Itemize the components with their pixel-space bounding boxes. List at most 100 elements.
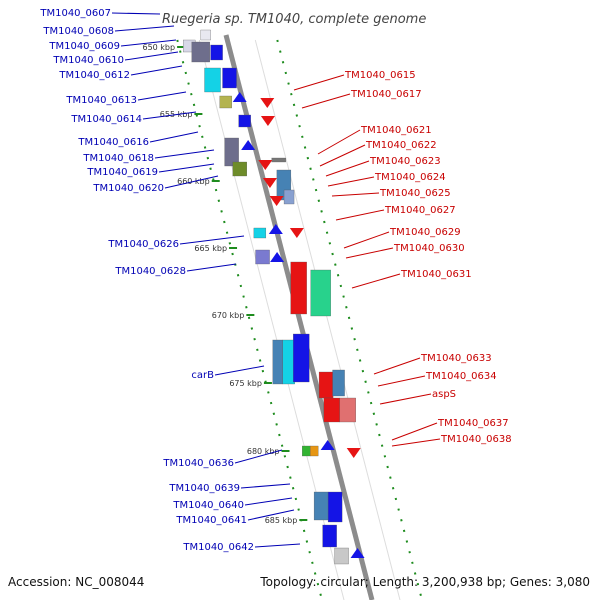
- leader-line: [124, 51, 179, 61]
- accession-text: Accession: NC_008044: [8, 575, 144, 589]
- leader-line: [130, 65, 183, 76]
- gene-block: [302, 445, 311, 457]
- gene-arrow: [269, 196, 284, 206]
- gene-block: [323, 397, 340, 423]
- gene-label: TM1040_0614: [70, 114, 142, 125]
- backbone-line: [223, 34, 375, 600]
- gene-block: [200, 29, 211, 41]
- leader-line: [111, 12, 161, 15]
- gene-label: TM1040_0626: [107, 239, 179, 250]
- gene-label: TM1040_0629: [389, 227, 461, 238]
- gene-block: [318, 371, 334, 399]
- leader-line: [391, 422, 438, 441]
- gene-block: [332, 369, 345, 397]
- leader-line: [154, 149, 215, 159]
- gene-label: TM1040_0625: [379, 188, 451, 199]
- gene-label: TM1040_0641: [175, 515, 247, 526]
- leader-line: [325, 160, 370, 177]
- gene-block: [282, 339, 295, 385]
- gene-label: TM1040_0640: [172, 500, 244, 511]
- gene-arrow: [346, 448, 361, 458]
- gene-block: [283, 189, 295, 205]
- map-title: Ruegeria sp. TM1040, complete genome: [162, 12, 426, 27]
- leader-line: [142, 111, 197, 120]
- gene-label: TM1040_0607: [39, 8, 111, 19]
- leader-line: [351, 273, 401, 289]
- label-leaders: [111, 12, 441, 548]
- gene-label: TM1040_0637: [437, 418, 509, 429]
- gene-arrow: [232, 92, 247, 102]
- gene-block: [290, 261, 307, 315]
- gene-labels: TM1040_0607TM1040_0608TM1040_0609TM1040_…: [39, 8, 511, 553]
- gene-arrow: [289, 228, 304, 238]
- gene-block: [272, 339, 283, 385]
- genome-summary-text: Topology: circular; Length: 3,200,938 bp…: [259, 575, 590, 589]
- leader-line: [373, 357, 421, 375]
- gene-arrow: [262, 178, 277, 188]
- gene-label: TM1040_0616: [77, 137, 149, 148]
- leader-line: [335, 209, 385, 221]
- gene-block: [210, 44, 223, 61]
- gene-block: [232, 161, 247, 177]
- gene-label: aspS: [432, 389, 456, 400]
- leader-line: [301, 93, 351, 109]
- gene-arrow: [258, 160, 273, 170]
- tick-label: 665 kbp: [194, 244, 227, 253]
- gene-block: [339, 397, 356, 423]
- leader-line: [247, 509, 295, 521]
- gene-block: [224, 137, 239, 167]
- gene-label: TM1040_0615: [344, 70, 416, 81]
- gene-block: [322, 524, 337, 548]
- gene-block: [310, 445, 319, 457]
- gene-arrow: [260, 116, 275, 126]
- gene-block: [271, 157, 286, 163]
- gene-label: TM1040_0612: [58, 70, 130, 81]
- leader-line: [254, 543, 301, 548]
- gene-label: TM1040_0610: [52, 55, 124, 66]
- gene-features: [183, 29, 365, 565]
- tick-label: 670 kbp: [212, 311, 245, 320]
- leader-line: [186, 263, 237, 272]
- gene-block: [327, 491, 343, 523]
- leader-line: [120, 39, 177, 47]
- leader-line: [137, 91, 187, 101]
- gene-label: TM1040_0619: [86, 167, 158, 178]
- gene-block: [219, 95, 232, 109]
- leader-line: [114, 25, 175, 32]
- gene-arrow: [268, 224, 283, 234]
- leader-line: [317, 129, 361, 155]
- gene-block: [313, 491, 329, 521]
- gene-label: TM1040_0638: [440, 434, 512, 445]
- leader-line: [149, 131, 199, 143]
- gene-label: TM1040_0630: [393, 243, 465, 254]
- leader-line: [327, 176, 375, 187]
- gene-arrow: [241, 140, 256, 150]
- gene-label: TM1040_0628: [114, 266, 186, 277]
- leader-line: [293, 74, 345, 91]
- leader-line: [343, 231, 390, 249]
- gene-arrow: [260, 98, 275, 108]
- gene-arrow: [320, 440, 335, 450]
- leader-line: [331, 192, 380, 197]
- gene-label: TM1040_0609: [48, 41, 120, 52]
- gene-block: [191, 41, 210, 63]
- gene-label: TM1040_0624: [374, 172, 446, 183]
- tick-label: 650 kbp: [142, 43, 175, 52]
- gene-label: TM1040_0642: [182, 542, 254, 553]
- gene-block: [222, 67, 237, 89]
- gene-label: TM1040_0631: [400, 269, 472, 280]
- leader-line: [164, 175, 219, 189]
- gene-label: TM1040_0613: [65, 95, 137, 106]
- gene-label: TM1040_0622: [365, 140, 437, 151]
- leader-line: [234, 449, 283, 464]
- gene-block: [255, 249, 270, 265]
- leader-line: [377, 375, 426, 387]
- gene-label: carB: [191, 370, 214, 381]
- leader-line: [158, 163, 215, 173]
- gene-block: [334, 547, 349, 565]
- gene-block: [204, 67, 221, 93]
- track-edge-right: [254, 39, 401, 600]
- tick-label: 685 kbp: [265, 516, 298, 525]
- gene-label: TM1040_0623: [369, 156, 441, 167]
